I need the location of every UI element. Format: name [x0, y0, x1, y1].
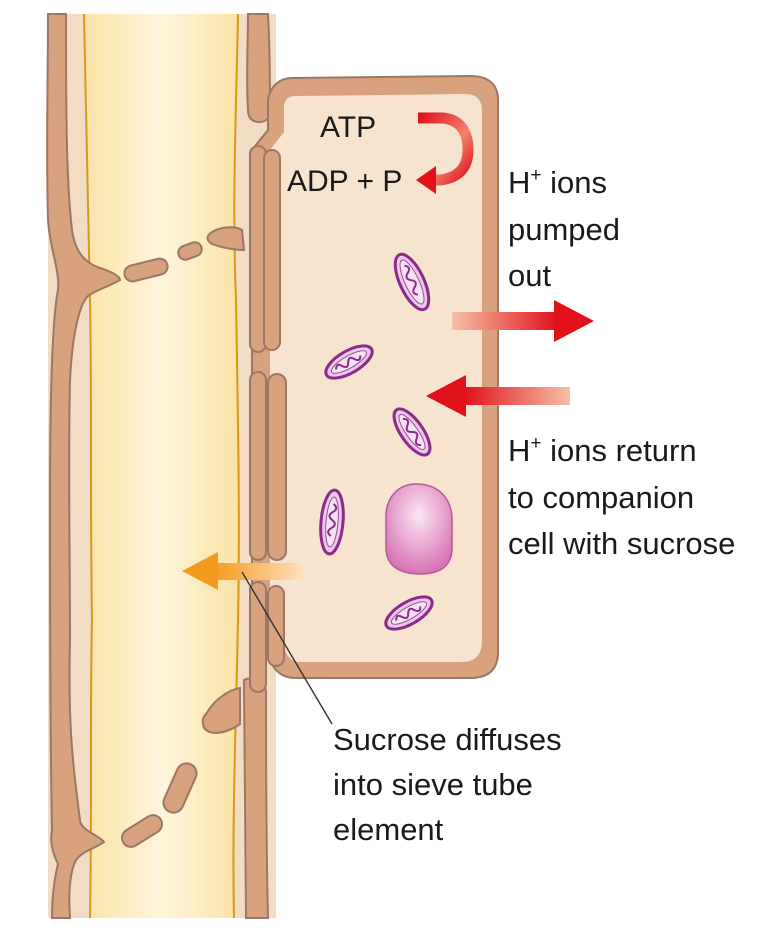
plus-superscript: +	[530, 433, 541, 454]
diffuses-label-line: element	[333, 812, 444, 847]
sieve-plate-pore-segment	[162, 762, 198, 814]
sieve-right-wall-upper	[246, 13, 272, 124]
h-ions-out-arrow	[452, 300, 594, 342]
mitochondrion	[319, 488, 345, 556]
mitochondrion	[324, 344, 374, 380]
plus-superscript: +	[530, 165, 541, 186]
sucrose-diffuses-label: Sucrose diffuses into sieve tube element	[333, 722, 562, 847]
sucrose-diffusion-arrow	[182, 552, 306, 590]
return-label-line: cell with sucrose	[508, 526, 735, 561]
mitochondrion	[392, 407, 432, 457]
adp-p-label: ADP + P	[287, 165, 402, 198]
h-symbol: H	[508, 433, 530, 468]
sieve-plate-wall-junction	[206, 226, 246, 252]
sieve-left-cell-wall	[46, 13, 122, 919]
sieve-tube-element	[46, 13, 276, 919]
sieve-tube-lumen	[84, 14, 239, 918]
plasmodesma-wall	[267, 373, 287, 561]
atp-label: ATP	[320, 111, 376, 144]
sieve-membrane-left	[83, 13, 94, 919]
h-ions-return-label: H+ ions return to companion cell with su…	[508, 433, 735, 561]
atp-hydrolysis-arrow	[416, 112, 474, 194]
sieve-right-wall-lower	[242, 677, 270, 919]
plasmodesma-wall	[249, 581, 267, 693]
sieve-plate-wall-junction	[201, 686, 241, 734]
ions-text: ions	[542, 165, 607, 200]
h-ions-return-arrow	[426, 375, 570, 417]
callout-leader-line	[241, 571, 333, 725]
return-label-line: to companion	[508, 480, 694, 515]
nucleus	[385, 483, 453, 575]
plasmodesma-wall	[267, 585, 285, 667]
svg-text:H+ ions: H+ ions	[508, 165, 607, 200]
plasmodesma-wall	[249, 371, 267, 561]
out-label-line: out	[508, 258, 551, 293]
sieve-plate-pore-segment	[123, 257, 169, 283]
h-symbol: H	[508, 165, 530, 200]
sieve-plate-pore-segment	[177, 241, 203, 261]
ions-return-text: ions return	[542, 433, 697, 468]
h-ions-pumped-out-label: H+ ions pumped out	[508, 165, 620, 293]
svg-text:H+ ions return: H+ ions return	[508, 433, 697, 468]
pumped-label-line: pumped	[508, 212, 620, 247]
mitochondrion	[393, 252, 431, 312]
diffuses-label-line: Sucrose diffuses	[333, 722, 562, 757]
mitochondrion	[384, 595, 434, 631]
sieve-membrane-right	[232, 13, 240, 919]
plasmodesma-wall	[263, 149, 281, 351]
companion-cell	[249, 74, 499, 693]
diffuses-label-line: into sieve tube	[333, 767, 533, 802]
sieve-plate-pore-segment	[120, 814, 164, 848]
